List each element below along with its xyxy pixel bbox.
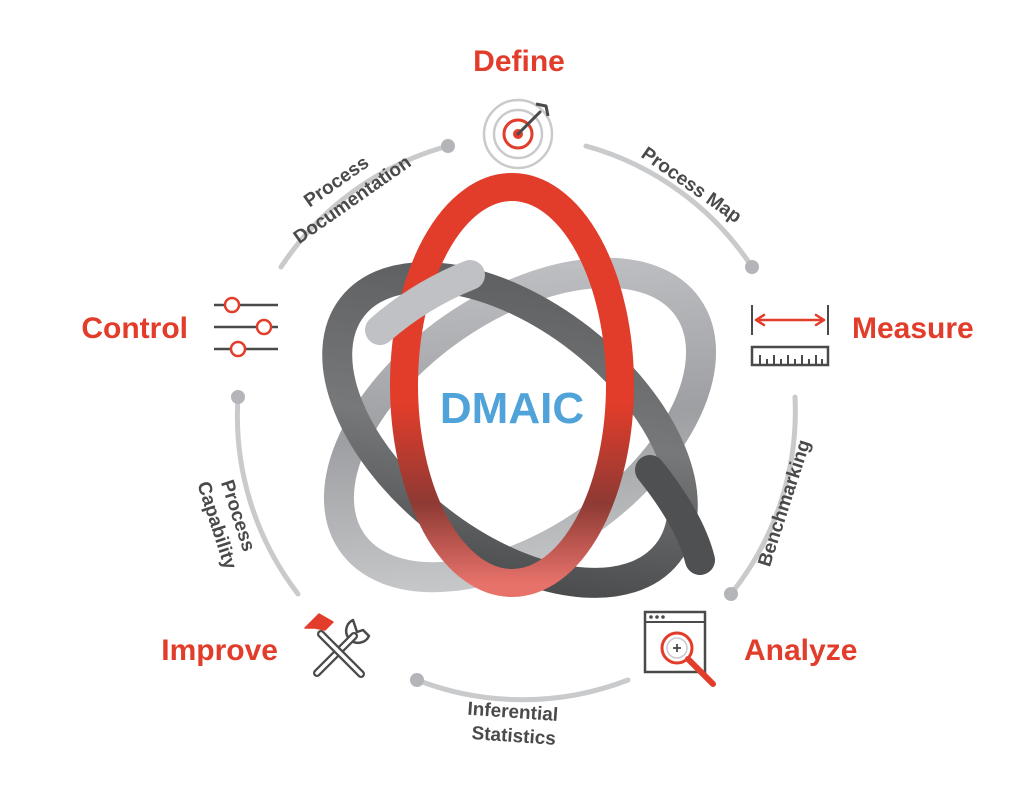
hammer-wrench-icon <box>304 613 371 678</box>
sliders-icon <box>214 296 278 358</box>
phase-label-improve: Improve <box>161 634 278 667</box>
connector-label-process-capability: Process Capability <box>192 472 262 572</box>
phase-labels: Define Measure Analyze Improve Control <box>81 45 973 667</box>
center-label: DMAIC <box>440 384 584 433</box>
arc-improve-control <box>234 394 301 597</box>
arc-dot <box>724 587 738 601</box>
target-icon <box>482 98 554 170</box>
phase-label-measure: Measure <box>852 312 974 345</box>
connector-label-process-map: Process Map <box>637 143 745 227</box>
arc-analyze-improve <box>414 677 631 703</box>
interlocking-rings <box>322 173 717 598</box>
phase-label-analyze: Analyze <box>744 634 857 667</box>
arc-define-measure <box>583 143 755 270</box>
ring-red <box>390 173 634 597</box>
arc-measure-analyze <box>728 394 798 597</box>
ring-dark-over <box>635 455 715 575</box>
arc-dot <box>745 260 759 274</box>
phase-label-control: Control <box>81 312 188 345</box>
magnifier-window-icon <box>643 610 716 687</box>
arc-control-define <box>278 143 451 270</box>
arc-dot <box>441 139 455 153</box>
connector-label-inferential-statistics: Inferential Statistics <box>465 699 564 751</box>
phase-label-define: Define <box>473 45 565 78</box>
connector-label-process-documentation: Process Documentation <box>276 132 415 248</box>
arc-dot <box>410 673 424 687</box>
connector-arcs <box>234 143 798 703</box>
connector-dots <box>231 139 759 687</box>
ring-light-over <box>365 260 485 345</box>
arc-dot <box>231 390 245 404</box>
connector-label-benchmarking: Benchmarking <box>754 437 815 569</box>
ruler-icon <box>750 305 830 367</box>
